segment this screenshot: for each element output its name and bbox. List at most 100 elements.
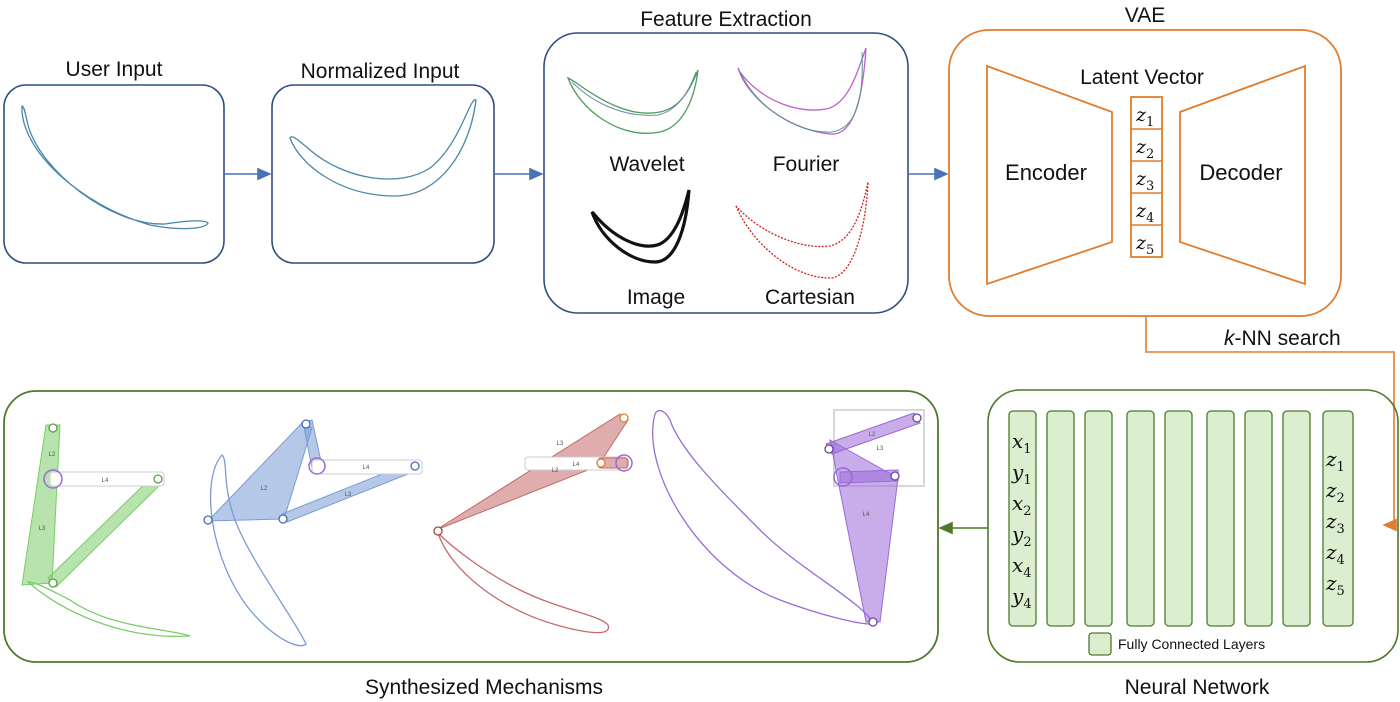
output-z4: z4	[1325, 540, 1345, 568]
green-ground-link	[49, 471, 165, 487]
fc-legend-label: Fully Connected Layers	[1118, 636, 1265, 652]
green-pivot-2	[43, 469, 63, 489]
green-pivot-3	[153, 474, 163, 484]
purple-l4: L4	[863, 512, 870, 518]
image-label: Image	[627, 286, 685, 309]
red-l4: L4	[573, 462, 580, 468]
latent-vector	[1130, 96, 1163, 258]
normalized-input-curve	[289, 99, 477, 197]
latent-z5-var: z	[1135, 232, 1147, 254]
feature-extraction-box	[543, 32, 909, 314]
blue-l2: L2	[261, 486, 268, 492]
red-pivot-2	[619, 413, 629, 423]
user-input-box	[3, 84, 225, 264]
encoder-label: Encoder	[1005, 160, 1087, 185]
blue-coupler-link	[206, 422, 313, 522]
input-y4-sub: 4	[1023, 597, 1031, 612]
output-z2: z2	[1325, 478, 1345, 506]
latent-z2: z2	[1135, 136, 1154, 162]
latent-z3-sub: 3	[1146, 179, 1154, 194]
purple-pivot-1	[824, 444, 834, 454]
neural-network-title: Neural Network	[1125, 676, 1270, 699]
neural-network-box	[987, 389, 1399, 663]
red-coupler-curve	[437, 532, 610, 634]
blue-ground-link	[311, 459, 423, 475]
fc-layers	[1008, 410, 1354, 627]
knn-label: k-NN search	[1224, 327, 1341, 350]
latent-z5: z5	[1135, 232, 1154, 258]
cartesian-label: Cartesian	[765, 286, 855, 309]
blue-pivot-3	[308, 457, 326, 475]
fc-layer	[1084, 410, 1113, 627]
fc-layer	[1046, 410, 1075, 627]
green-l3: L3	[39, 526, 46, 532]
red-l3: L3	[557, 441, 564, 447]
input-y4-var: y	[1011, 584, 1024, 608]
vae-box	[948, 29, 1342, 317]
purple-link-l3	[839, 469, 899, 484]
green-l2: L2	[49, 452, 56, 458]
output-z3: z3	[1325, 509, 1345, 537]
blue-pivot-5	[278, 514, 288, 524]
latent-z3: z3	[1135, 168, 1154, 194]
purple-pivot-4	[890, 471, 900, 481]
green-l4: L4	[102, 478, 109, 484]
output-z2-var: z	[1325, 478, 1337, 502]
blue-l3: L3	[345, 492, 352, 498]
fc-layer	[1206, 410, 1235, 627]
output-z3-var: z	[1325, 509, 1337, 533]
purple-pivot-5	[868, 617, 878, 627]
normalized-input-box	[271, 84, 495, 264]
decoder-label: Decoder	[1199, 160, 1282, 185]
blue-pivot-2	[301, 419, 311, 429]
fourier-curve	[737, 47, 867, 135]
image-curve	[590, 189, 691, 264]
input-x2-sub: 2	[1023, 504, 1031, 519]
fc-layer	[1244, 410, 1273, 627]
nn-outputs: z1 z2 z3 z4 z5	[1325, 447, 1345, 599]
latent-z3-var: z	[1135, 168, 1147, 190]
input-y2: y2	[1011, 522, 1032, 550]
latent-z1-sub: 1	[1146, 115, 1154, 130]
output-z5: z5	[1325, 571, 1345, 599]
user-input-title: User Input	[66, 58, 163, 81]
mechanism-purple: L2 L3 L4	[652, 409, 925, 627]
fc-output-layer	[1322, 410, 1354, 627]
knn-rest: -NN search	[1235, 327, 1341, 350]
synthesized-mechanisms-title: Synthesized Mechanisms	[365, 676, 603, 699]
latent-vector-label: Latent Vector	[1080, 66, 1204, 89]
purple-l2: L2	[869, 432, 876, 438]
purple-coupler-curve	[652, 409, 876, 625]
feature-extraction-title: Feature Extraction	[640, 8, 812, 31]
latent-z1: z1	[1135, 104, 1154, 130]
output-z4-var: z	[1325, 540, 1337, 564]
output-z5-var: z	[1325, 571, 1337, 595]
latent-cells: z1 z2 z3 z4 z5	[1135, 104, 1154, 258]
input-y2-sub: 2	[1023, 535, 1031, 550]
input-x4-sub: 4	[1023, 566, 1031, 581]
purple-coupler-link	[829, 439, 899, 623]
encoder-shape	[986, 64, 1113, 286]
input-x1: x1	[1012, 429, 1032, 457]
latent-z2-var: z	[1135, 136, 1147, 158]
input-y1-var: y	[1011, 460, 1024, 484]
red-pivot-4	[615, 454, 633, 472]
purple-pivot-3	[833, 467, 853, 487]
latent-z4: z4	[1135, 200, 1154, 226]
latent-z2-sub: 2	[1146, 147, 1154, 162]
blue-l4: L4	[363, 465, 370, 471]
output-z5-sub: 5	[1337, 584, 1345, 599]
output-z1-sub: 1	[1337, 460, 1345, 475]
cartesian-curve	[735, 181, 869, 279]
fc-layer	[1282, 410, 1311, 627]
vae-title: VAE	[1125, 4, 1165, 27]
fc-legend-swatch	[1088, 632, 1112, 656]
wavelet-curve	[566, 69, 699, 134]
wavelet-curve-2	[571, 71, 697, 116]
input-y1-sub: 1	[1023, 473, 1031, 488]
user-input-curve	[21, 105, 209, 230]
wavelet-label: Wavelet	[609, 153, 684, 176]
input-x2: x2	[1012, 491, 1032, 519]
green-pivot-1	[48, 423, 58, 433]
latent-z4-sub: 4	[1146, 211, 1154, 226]
